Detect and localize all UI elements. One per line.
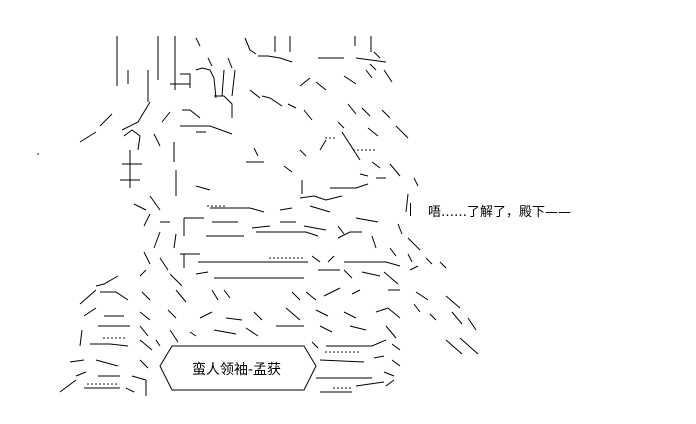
speech-marker — [410, 203, 411, 216]
caption-frame — [159, 345, 317, 391]
cloak — [59, 287, 479, 396]
hair-strands — [116, 36, 393, 102]
face — [79, 95, 361, 173]
speech-text: 唔……了解了，殿下—— — [428, 205, 572, 220]
body — [95, 150, 447, 287]
dot-texture — [37, 137, 375, 389]
caption-label: 蛮人领袖-孟获 — [192, 362, 282, 378]
hair-right — [318, 51, 409, 139]
